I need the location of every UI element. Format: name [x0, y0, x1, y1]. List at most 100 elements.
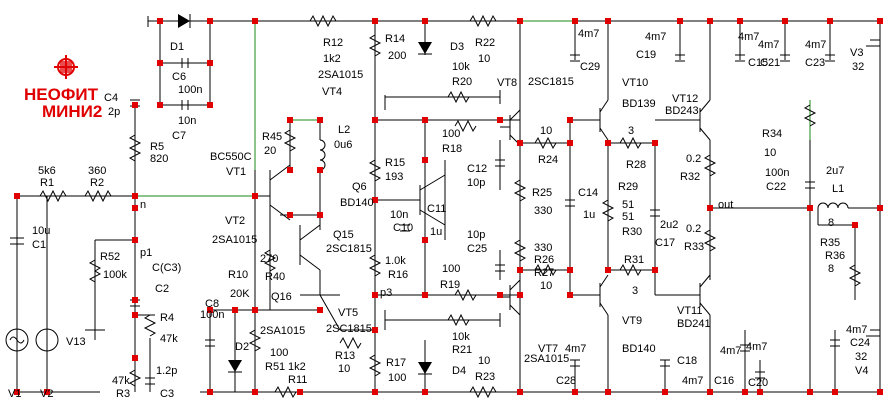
- label-l2-value: 0u6: [334, 139, 352, 151]
- label-r22-value: 10: [478, 53, 490, 65]
- junction-dot: [372, 197, 378, 203]
- junction-dot: [572, 18, 578, 24]
- bias-spreader: [368, 119, 520, 302]
- junction-dot: [132, 205, 138, 211]
- junction-dot: [207, 389, 213, 395]
- label-r40: R40: [265, 271, 285, 283]
- label-c28-value: 4m7: [565, 343, 586, 355]
- label-vt8: VT8: [497, 77, 517, 89]
- label-c10-value: 10n: [390, 209, 408, 221]
- label-d2: D2: [235, 341, 249, 353]
- label-r20-value: 10k: [452, 61, 470, 73]
- label-c23: C23: [805, 57, 825, 69]
- label-vt9: VT9: [622, 315, 642, 327]
- label-r24-value: 10: [540, 125, 552, 137]
- label-c18-value: 4m7: [682, 375, 703, 387]
- label-node-p1: p1: [140, 247, 152, 259]
- label-c8-value: 100n: [200, 309, 224, 321]
- junction-dot: [497, 292, 503, 298]
- label-r32: R32: [680, 171, 700, 183]
- junction-dot: [372, 292, 378, 298]
- label-c22: C22: [766, 181, 786, 193]
- label-c21: C21: [760, 57, 780, 69]
- label-c24: C24: [850, 337, 870, 349]
- junction-dot: [317, 307, 323, 313]
- label-c25-value: 10p: [467, 229, 485, 241]
- junction-dot: [317, 167, 323, 173]
- label-r17-value: 100: [388, 372, 406, 384]
- junction-dot: [14, 193, 20, 199]
- junction-dot: [422, 117, 428, 123]
- junction-dot: [252, 389, 258, 395]
- logo-line1: НЕОФИТ: [24, 85, 99, 104]
- junction-dot: [132, 193, 138, 199]
- label-v3: V3: [850, 47, 863, 59]
- input-network: [5, 189, 255, 393]
- label-c19: C19: [636, 49, 656, 61]
- junction-dot: [157, 60, 163, 66]
- label-r34-value: 10: [764, 147, 776, 159]
- label-r5: R5: [150, 141, 164, 153]
- label-r26-value: 330: [534, 242, 552, 254]
- label-c21-value: 4m7: [758, 39, 779, 51]
- label-r51: R51: [265, 361, 285, 373]
- junction-dot: [14, 389, 20, 395]
- label-c25: C25: [467, 243, 487, 255]
- label-q6: Q6: [352, 181, 367, 193]
- junction-dot: [157, 102, 163, 108]
- junction-dot: [44, 389, 50, 395]
- label-c10: C10: [393, 222, 413, 234]
- label-r22: R22: [475, 37, 495, 49]
- output-stage: [655, 21, 880, 392]
- label-v4: V4: [855, 365, 868, 377]
- upper-bias: [309, 14, 501, 120]
- junction-dot: [605, 18, 611, 24]
- label-c19-value: 4m7: [645, 31, 666, 43]
- label-r24: R24: [538, 154, 558, 166]
- label-r13-value: 10: [338, 363, 350, 375]
- label-r5-value: 820: [150, 153, 168, 165]
- label-d3: D3: [450, 41, 464, 53]
- label-out: out: [718, 199, 733, 211]
- junction-dot: [252, 193, 258, 199]
- label-r33: R33: [684, 241, 704, 253]
- label-r12: R12: [323, 37, 343, 49]
- junction-dot: [852, 222, 858, 228]
- junction-dot: [132, 237, 138, 243]
- label-r12-value: 1k2: [323, 53, 341, 65]
- junction-dot: [517, 292, 523, 298]
- junction-dot: [517, 140, 523, 146]
- junction-dot: [132, 355, 138, 361]
- label-r1-value: 5k6: [38, 165, 56, 177]
- label-vt11: VT11: [677, 305, 702, 317]
- junction-dot: [372, 327, 378, 333]
- label-r27: R27: [534, 267, 554, 279]
- label-r13: R13: [335, 350, 355, 362]
- label-r30-value: 51: [622, 211, 634, 223]
- junction-dot: [422, 18, 428, 24]
- label-c7: C7: [172, 130, 186, 142]
- label-c16: C16: [714, 375, 734, 387]
- junction-dot: [782, 18, 788, 24]
- label-r3: R3: [116, 388, 130, 400]
- label-vt10: VT10: [622, 77, 648, 89]
- label-d1: D1: [170, 41, 184, 53]
- label-vt5: VT5: [338, 307, 358, 319]
- label-c1: C1: [32, 239, 46, 251]
- junction-dot: [707, 205, 713, 211]
- label-r34: R34: [762, 128, 782, 140]
- junction-dot: [517, 267, 523, 273]
- label-v13: V13: [66, 336, 86, 348]
- label-vt12: VT12: [672, 93, 698, 105]
- label-q15-part: 2SC1815: [326, 243, 372, 255]
- label-v2: V2: [40, 388, 53, 400]
- label-r29: R29: [618, 181, 638, 193]
- junction-dot: [132, 312, 138, 318]
- label-r21: R21: [452, 344, 472, 356]
- junction-dot: [207, 102, 213, 108]
- junction-dot: [567, 117, 573, 123]
- junction-dot: [517, 18, 523, 24]
- label-r45-value: 20: [264, 145, 276, 157]
